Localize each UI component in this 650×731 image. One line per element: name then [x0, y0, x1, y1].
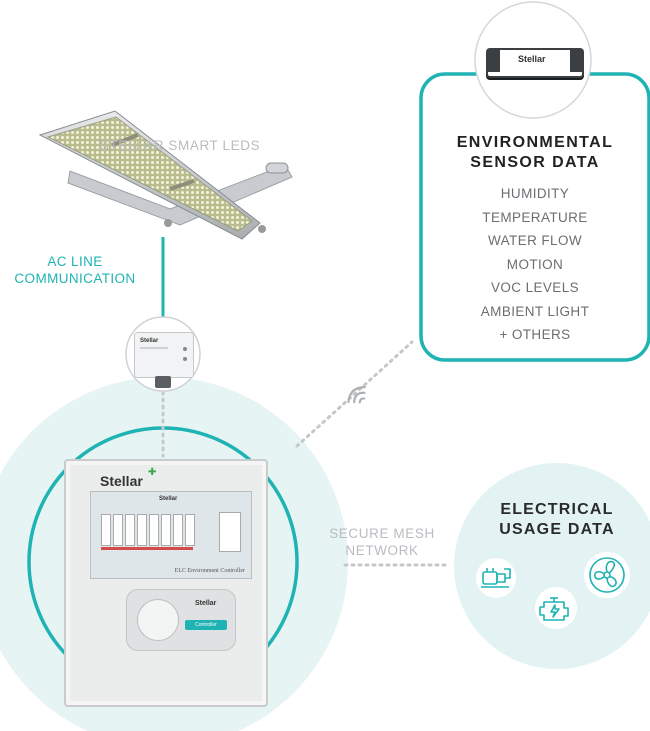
sensor-item-voc-levels: VOC LEVELS: [490, 280, 580, 295]
controller-brand: Stellar: [100, 473, 143, 489]
sensor-title-line2: SENSOR DATA: [470, 154, 600, 171]
led-fixture-image: [38, 110, 293, 240]
display-caption: ELC Environment Controller: [174, 568, 245, 574]
mesh-network-label: SECURE MESH NETWORK: [322, 525, 442, 559]
electrical-usage-circle: [454, 463, 650, 669]
sensor-item-temperature: TEMPERATURE: [482, 209, 588, 225]
sensor-item-ambient-light: AMBIENT LIGHT: [480, 303, 590, 319]
sensor-item-water-flow: WATER FLOW: [488, 233, 582, 248]
junction-box-brand: Stellar: [140, 338, 159, 344]
brand-plus-icon: ✚: [148, 467, 157, 478]
sensor-device-brand: Stellar: [518, 54, 546, 64]
knob-brand: Stellar: [195, 600, 217, 607]
mesh-label-line1: SECURE MESH: [329, 526, 435, 541]
display-brand: Stellar: [159, 496, 178, 502]
engine-icon: [535, 587, 577, 629]
sensor-panel-title: ENVIRONMENTAL SENSOR DATA: [421, 133, 649, 173]
controller-knob-module: Stellar Controller: [126, 589, 236, 651]
knob-label-tag: Controller: [185, 620, 227, 630]
sensor-item-humidity: HUMIDITY: [500, 186, 570, 201]
sensor-device-image: Stellar: [486, 48, 584, 78]
ac-line-label-line2: COMMUNICATION: [14, 271, 136, 286]
junction-box-image: Stellar: [134, 332, 194, 378]
controller-display: Stellar ELC Environment Controller: [90, 491, 252, 579]
sensor-item-motion: MOTION: [506, 256, 564, 272]
pump-icon: [476, 558, 516, 598]
mesh-label-line2: NETWORK: [345, 543, 419, 558]
knob-dial: [137, 599, 179, 641]
electrical-usage-title: ELECTRICAL USAGE DATA: [457, 500, 650, 540]
sensor-list: HUMIDITY TEMPERATURE WATER FLOW MOTION V…: [421, 182, 649, 347]
junction-box-gland: [155, 376, 171, 388]
sensor-item-others: + OTHERS: [499, 327, 571, 342]
wifi-icon: [347, 386, 366, 404]
ac-line-label-line1: AC LINE: [47, 254, 103, 269]
sensor-title-line1: ENVIRONMENTAL: [456, 134, 614, 151]
ac-line-label: AC LINE COMMUNICATION: [5, 253, 145, 287]
wireless-dotted-link: [295, 340, 414, 448]
fan-icon: [584, 552, 630, 598]
electrical-title-line1: ELECTRICAL: [500, 501, 614, 518]
controller-enclosure: Stellar ✚ Stellar ELC Environment Contro…: [64, 459, 268, 707]
leds-label: STELLAR SMART LEDS: [99, 138, 261, 153]
electrical-title-line2: USAGE DATA: [499, 521, 615, 538]
display-breaker-row: [101, 514, 211, 554]
